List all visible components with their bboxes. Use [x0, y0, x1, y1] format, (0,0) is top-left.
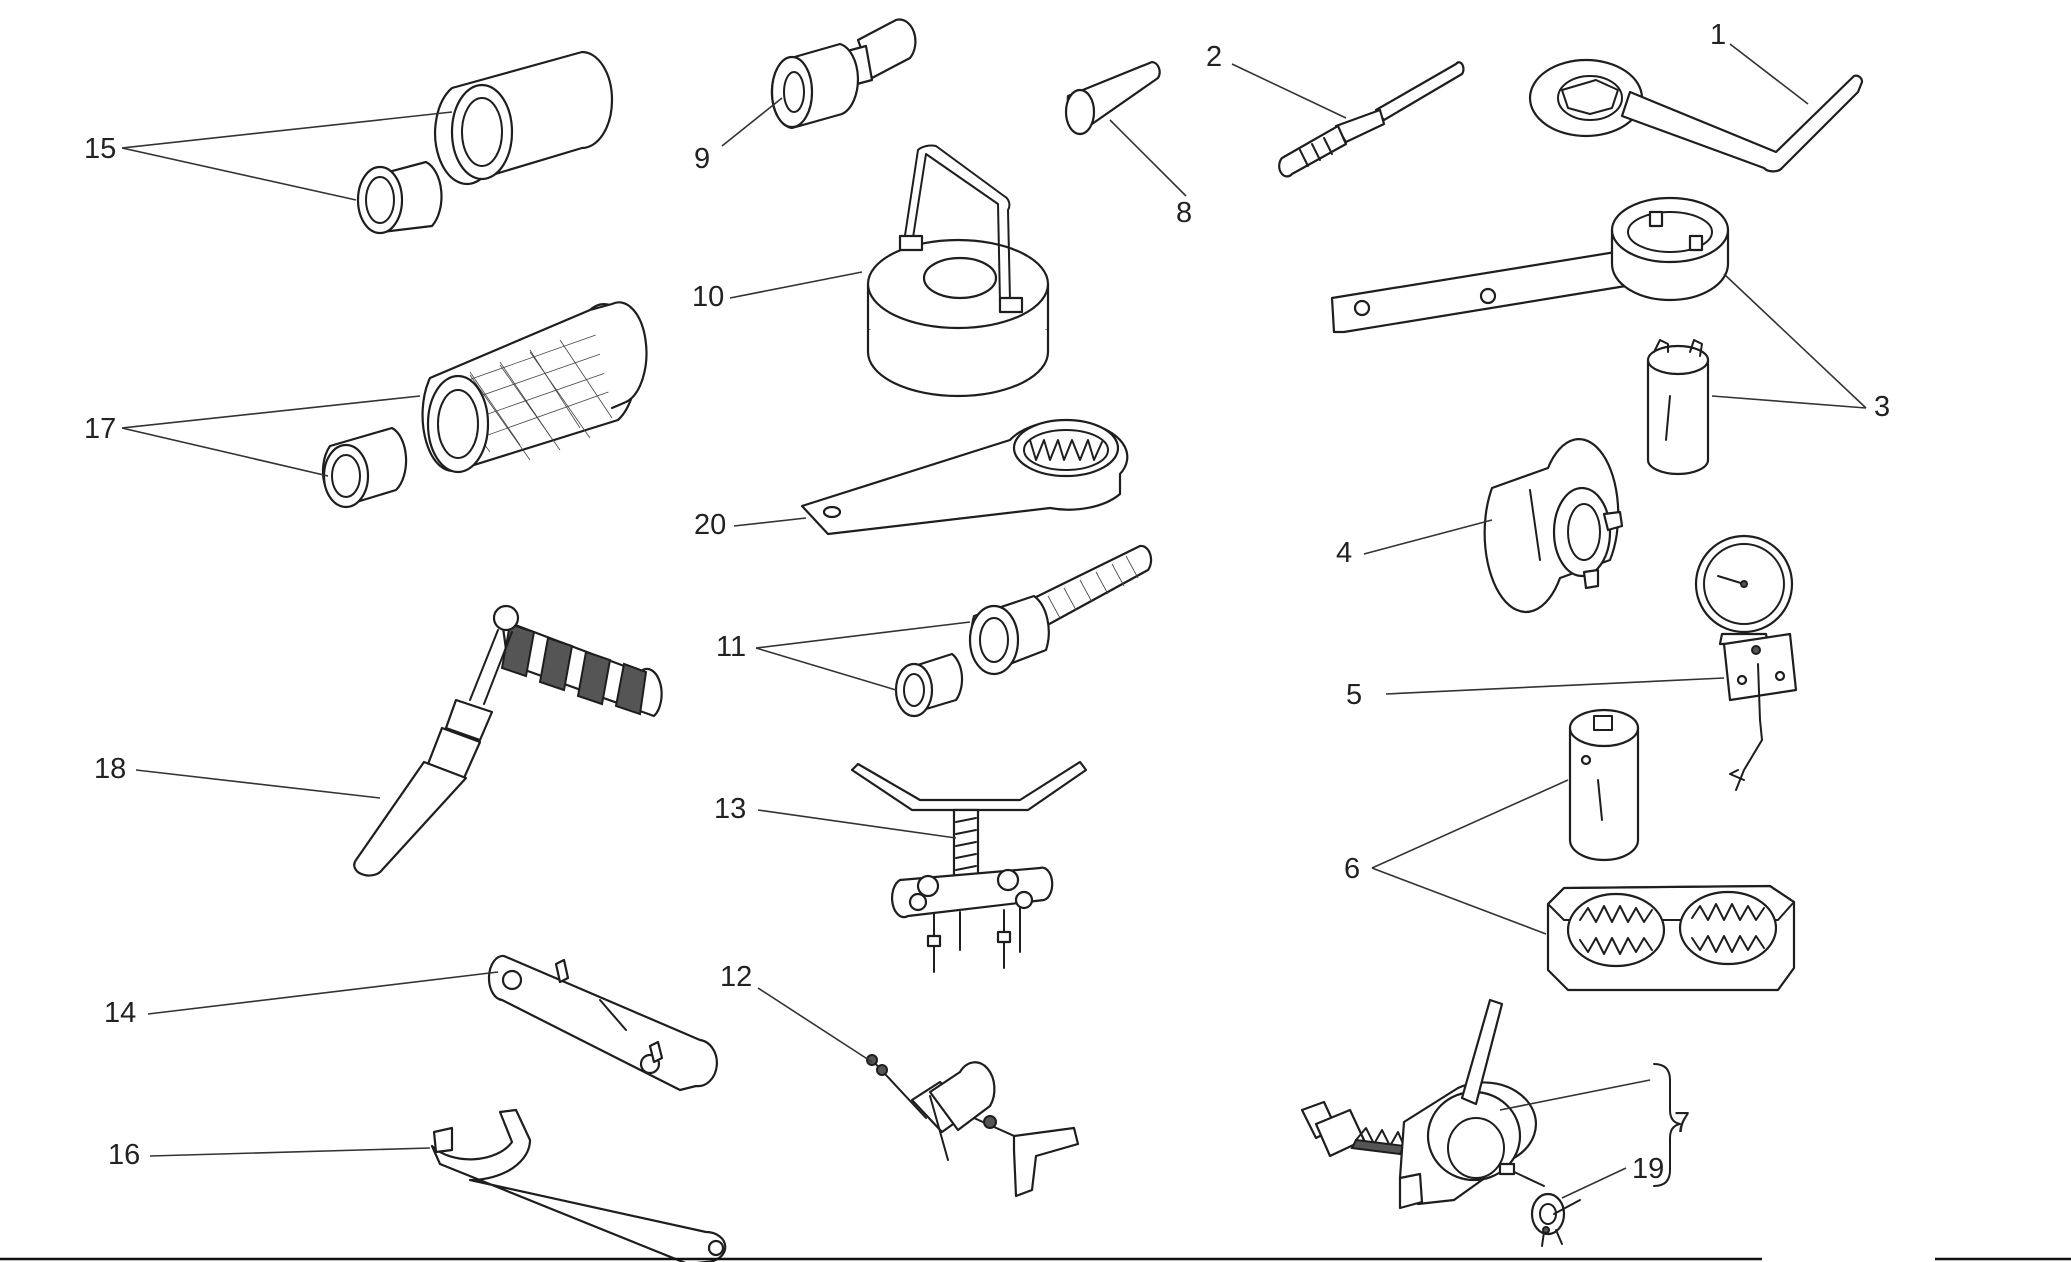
- svg-text:1: 1: [1710, 19, 1726, 51]
- tool-8-cone-guide: [1064, 60, 1161, 136]
- tool-4-castellated-socket: [1483, 438, 1624, 614]
- svg-text:4: 4: [1336, 537, 1352, 569]
- tool-11-shaft-and-sleeve: [894, 544, 1153, 718]
- callout-13: 13: [714, 793, 957, 839]
- callout-18: 18: [94, 753, 381, 799]
- svg-text:6: 6: [1344, 853, 1360, 885]
- tool-20-box-spanner: [800, 418, 1129, 536]
- callout-8: 8: [1109, 119, 1192, 229]
- svg-text:15: 15: [84, 133, 116, 165]
- tool-3-pin-wrench-and-socket: [1330, 196, 1730, 476]
- svg-text:10: 10: [692, 281, 724, 313]
- svg-text:9: 9: [694, 143, 710, 175]
- callout-6: 6: [1344, 779, 1569, 935]
- callout-17: 17: [84, 395, 421, 477]
- callout-15: 15: [84, 111, 453, 201]
- callout-2: 2: [1206, 41, 1347, 119]
- tool-18-ratchet-handle: [353, 604, 663, 877]
- svg-text:19: 19: [1632, 1153, 1664, 1185]
- svg-text:20: 20: [694, 509, 726, 541]
- tool-16-hook-wrench: [430, 1108, 727, 1262]
- tool-15-sleeve-and-socket: [356, 50, 614, 235]
- tool-5-dial-gauge: [1694, 534, 1798, 791]
- svg-text:8: 8: [1176, 197, 1192, 229]
- callout-20: 20: [694, 509, 807, 541]
- tool-9-socket-adapter: [770, 18, 917, 130]
- tool-17-knurled-sleeve-and-cone: [321, 301, 648, 509]
- callout-11: 11: [716, 621, 971, 691]
- svg-text:7: 7: [1674, 1107, 1690, 1139]
- svg-text:11: 11: [716, 631, 746, 663]
- callout-4: 4: [1336, 519, 1493, 569]
- svg-text:3: 3: [1874, 391, 1890, 423]
- callout-19: 19: [1561, 1153, 1664, 1199]
- svg-text:16: 16: [108, 1139, 140, 1171]
- svg-text:13: 13: [714, 793, 746, 825]
- callout-14: 14: [104, 971, 499, 1029]
- callout-7: 7: [1499, 1063, 1690, 1187]
- callout-10: 10: [692, 271, 863, 313]
- svg-text:12: 12: [720, 961, 752, 993]
- svg-text:2: 2: [1206, 41, 1222, 73]
- tool-7-flywheel-holder: [1300, 998, 1545, 1210]
- svg-text:5: 5: [1346, 679, 1362, 711]
- callout-5: 5: [1346, 677, 1725, 711]
- svg-text:14: 14: [104, 997, 136, 1029]
- tool-14-pin-spanner: [487, 954, 719, 1092]
- tool-12-slide-hammer: [866, 1054, 1080, 1198]
- callout-9: 9: [694, 97, 783, 175]
- tool-1-cranked-ring-wrench: [1528, 58, 1864, 173]
- callout-1: 1: [1710, 19, 1809, 105]
- svg-text:17: 17: [84, 413, 116, 445]
- tool-13-puller: [850, 760, 1088, 973]
- tool-19-locking-pin: [1530, 1192, 1581, 1247]
- callout-3: 3: [1711, 273, 1890, 423]
- tool-2-threaded-pin: [1278, 61, 1465, 178]
- callout-12: 12: [720, 961, 873, 1063]
- svg-text:18: 18: [94, 753, 126, 785]
- tool-10-ring-tool: [866, 144, 1050, 398]
- tool-6-socket-and-ring-plate: [1546, 708, 1796, 992]
- callout-16: 16: [108, 1139, 431, 1171]
